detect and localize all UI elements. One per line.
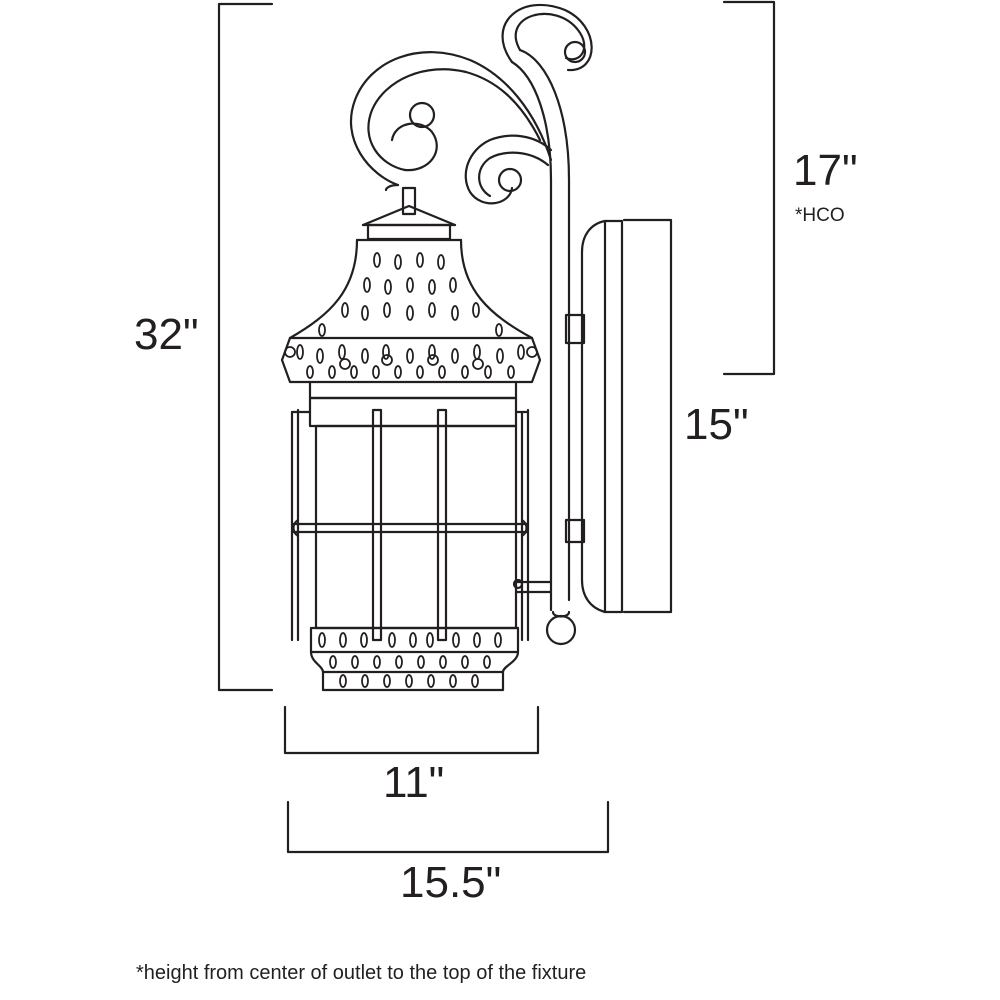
width-bracket-11 xyxy=(283,705,540,755)
hco-marker-label: *HCO xyxy=(795,205,845,226)
height-bracket-32 xyxy=(217,2,274,692)
lantern xyxy=(280,186,542,692)
backplate-height-label: 15" xyxy=(684,400,749,449)
dimple-pattern xyxy=(284,252,538,688)
scroll-arm xyxy=(349,3,593,646)
overall-height-label: 32" xyxy=(134,310,199,359)
overall-width-label: 15.5" xyxy=(400,858,502,907)
hco-height-label: 17" xyxy=(793,146,858,195)
height-bracket-17 xyxy=(722,0,776,376)
width-bracket-15-5 xyxy=(286,800,610,854)
height-bracket-15 xyxy=(622,218,673,614)
footnote: *height from center of outlet to the top… xyxy=(136,962,587,984)
backplate xyxy=(580,219,624,614)
body-width-label: 11" xyxy=(383,758,445,807)
